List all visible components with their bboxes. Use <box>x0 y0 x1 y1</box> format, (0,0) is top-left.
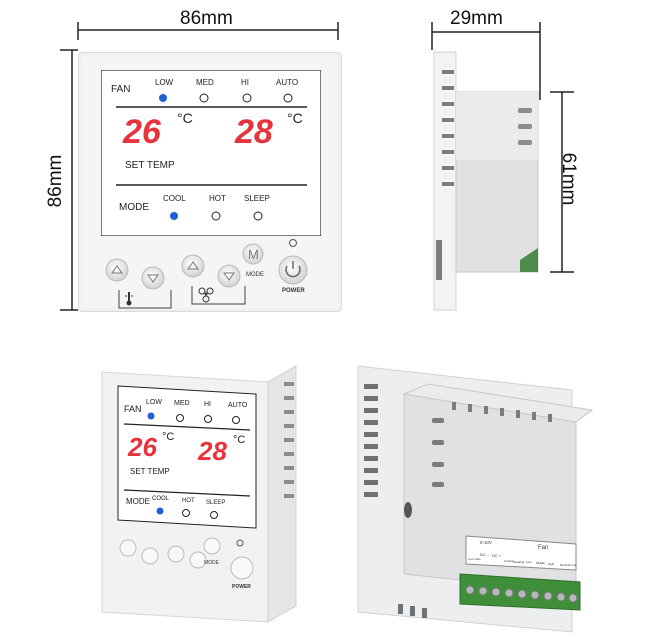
svg-text:26: 26 <box>127 432 157 462</box>
fan-option-auto: AUTO <box>276 78 298 87</box>
svg-text:LOW: LOW <box>146 399 162 406</box>
thermometer-icon <box>125 292 133 306</box>
svg-text:Low: Low <box>526 560 532 564</box>
temp-down-button <box>141 266 165 290</box>
fan-up-button <box>181 254 205 278</box>
svg-text:MODE: MODE <box>204 560 220 566</box>
thermostat-panel: FAN LOW MED HI AUTO 26 °C 28 °C SET TEMP… <box>78 52 342 312</box>
fan-label: FAN <box>111 84 130 95</box>
fan-down-button <box>217 264 241 288</box>
svg-text:Middle: Middle <box>536 561 545 565</box>
terminal-header-fan: Fan <box>538 545 548 551</box>
fan-icon <box>198 287 214 303</box>
fan-indicator-auto <box>283 93 293 103</box>
svg-text:SLEEP: SLEEP <box>206 500 225 506</box>
svg-text:SET TEMP: SET TEMP <box>130 467 170 476</box>
set-temp-digits: 28 <box>234 113 273 151</box>
side-view: 29mm 61mm <box>420 0 653 330</box>
room-temp-unit: °C <box>177 110 193 126</box>
mode-button-label: MODE <box>246 272 264 278</box>
power-button <box>278 255 308 285</box>
rear-view: 0-10V Fan Low volts DC – DC + Cooling He… <box>348 360 598 635</box>
set-temp-label: SET TEMP <box>125 160 175 171</box>
svg-text:MED: MED <box>174 400 190 407</box>
width-dimension-label: 86mm <box>180 8 233 29</box>
angled-lcd <box>117 385 257 529</box>
mode-option-hot: HOT <box>209 194 226 203</box>
svg-text:Cooling: Cooling <box>504 559 515 563</box>
svg-text:AUTO: AUTO <box>228 402 248 409</box>
mode-indicator-cool <box>170 212 178 220</box>
dimension-lines <box>60 22 339 311</box>
depth-dimension-label: 29mm <box>450 8 503 29</box>
svg-text:Neutral Line: Neutral Line <box>560 563 577 567</box>
power-label: POWER <box>282 288 305 294</box>
svg-text:28: 28 <box>197 436 227 466</box>
svg-text:Low volts: Low volts <box>468 557 481 561</box>
power-led <box>289 239 297 247</box>
button-area: M MODE POWER <box>105 239 308 309</box>
front-view: 86mm 86mm FAN LOW MED HI AUTO 26 °C 28 °… <box>0 0 360 330</box>
terminal-label-strip <box>465 535 577 571</box>
svg-text:°C: °C <box>162 431 174 443</box>
svg-text:M: M <box>248 247 259 262</box>
svg-text:MODE: MODE <box>126 497 150 506</box>
fan-option-hi: HI <box>241 78 249 87</box>
fan-option-med: MED <box>196 78 214 87</box>
angled-front-view: FAN LOW MED HI AUTO 26 °C 28 °C SET TEMP… <box>90 360 310 630</box>
fan-option-low: LOW <box>155 78 174 87</box>
svg-text:DC +: DC + <box>492 553 502 558</box>
svg-text:FAN: FAN <box>124 404 142 414</box>
svg-text:POWER: POWER <box>232 584 251 590</box>
mode-indicator-sleep <box>253 211 263 221</box>
mode-label: MODE <box>119 202 149 213</box>
temp-up-button <box>105 258 129 282</box>
mode-indicator-hot <box>211 211 221 221</box>
svg-text:COOL: COOL <box>152 496 170 502</box>
svg-text:DC –: DC – <box>480 552 490 557</box>
svg-text:HI: HI <box>204 401 211 408</box>
set-temp-unit: °C <box>287 110 303 126</box>
svg-text:HOT: HOT <box>182 498 195 504</box>
mode-option-sleep: SLEEP <box>244 194 270 203</box>
svg-text:°C: °C <box>233 434 245 446</box>
svg-text:High: High <box>548 562 555 566</box>
fan-indicator-hi <box>242 93 252 103</box>
terminal-header-voltage: 0-10V <box>480 540 492 545</box>
mode-button: M <box>242 243 264 265</box>
body-height-dimension-label: 61mm <box>558 152 579 206</box>
height-dimension-label: 86mm <box>45 154 66 208</box>
fan-indicator-low <box>159 94 167 102</box>
svg-text:Heating: Heating <box>514 560 525 564</box>
lcd-display: FAN LOW MED HI AUTO 26 °C 28 °C SET TEMP… <box>101 70 321 236</box>
room-temp-digits: 26 <box>122 113 162 151</box>
fan-indicator-med <box>199 93 209 103</box>
mode-option-cool: COOL <box>163 194 186 203</box>
